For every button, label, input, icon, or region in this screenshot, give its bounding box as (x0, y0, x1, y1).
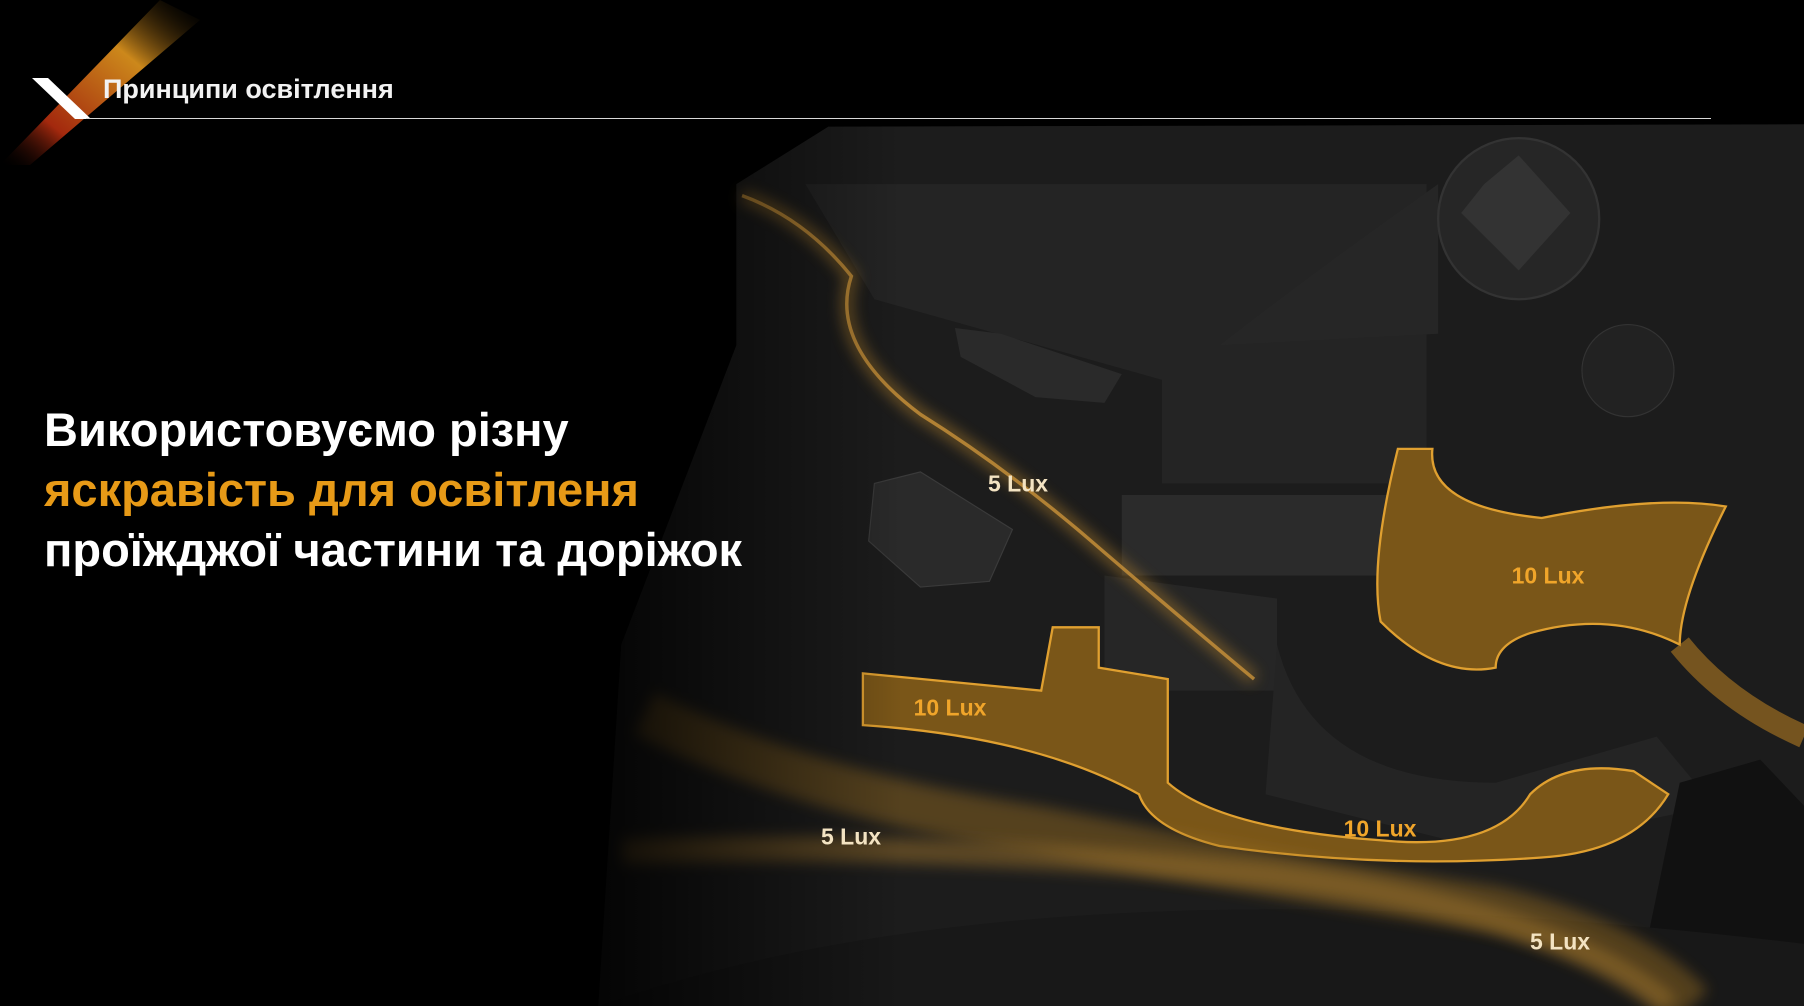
brand-logo (0, 0, 200, 165)
lux-label-roadway: 10 Lux (1343, 815, 1417, 842)
headline-line-1: Використовуємо різну (44, 403, 569, 456)
lux-label-path: 5 Lux (987, 470, 1049, 497)
headline: Використовуємо різну яскравість для осві… (44, 400, 742, 580)
headline-line-3: проїжджої частини та доріжок (44, 523, 743, 576)
lux-label-parking-east: 10 Lux (1511, 562, 1585, 589)
lux-label-walkway-southeast: 5 Lux (1529, 928, 1591, 955)
lux-label-parking-west: 10 Lux (913, 694, 987, 721)
headline-line-2-accent: яскравість для освітленя (44, 463, 639, 516)
section-title: Принципи освітлення (103, 74, 394, 104)
lux-label-walkway-south: 5 Lux (820, 823, 882, 850)
header-divider (86, 118, 1711, 119)
